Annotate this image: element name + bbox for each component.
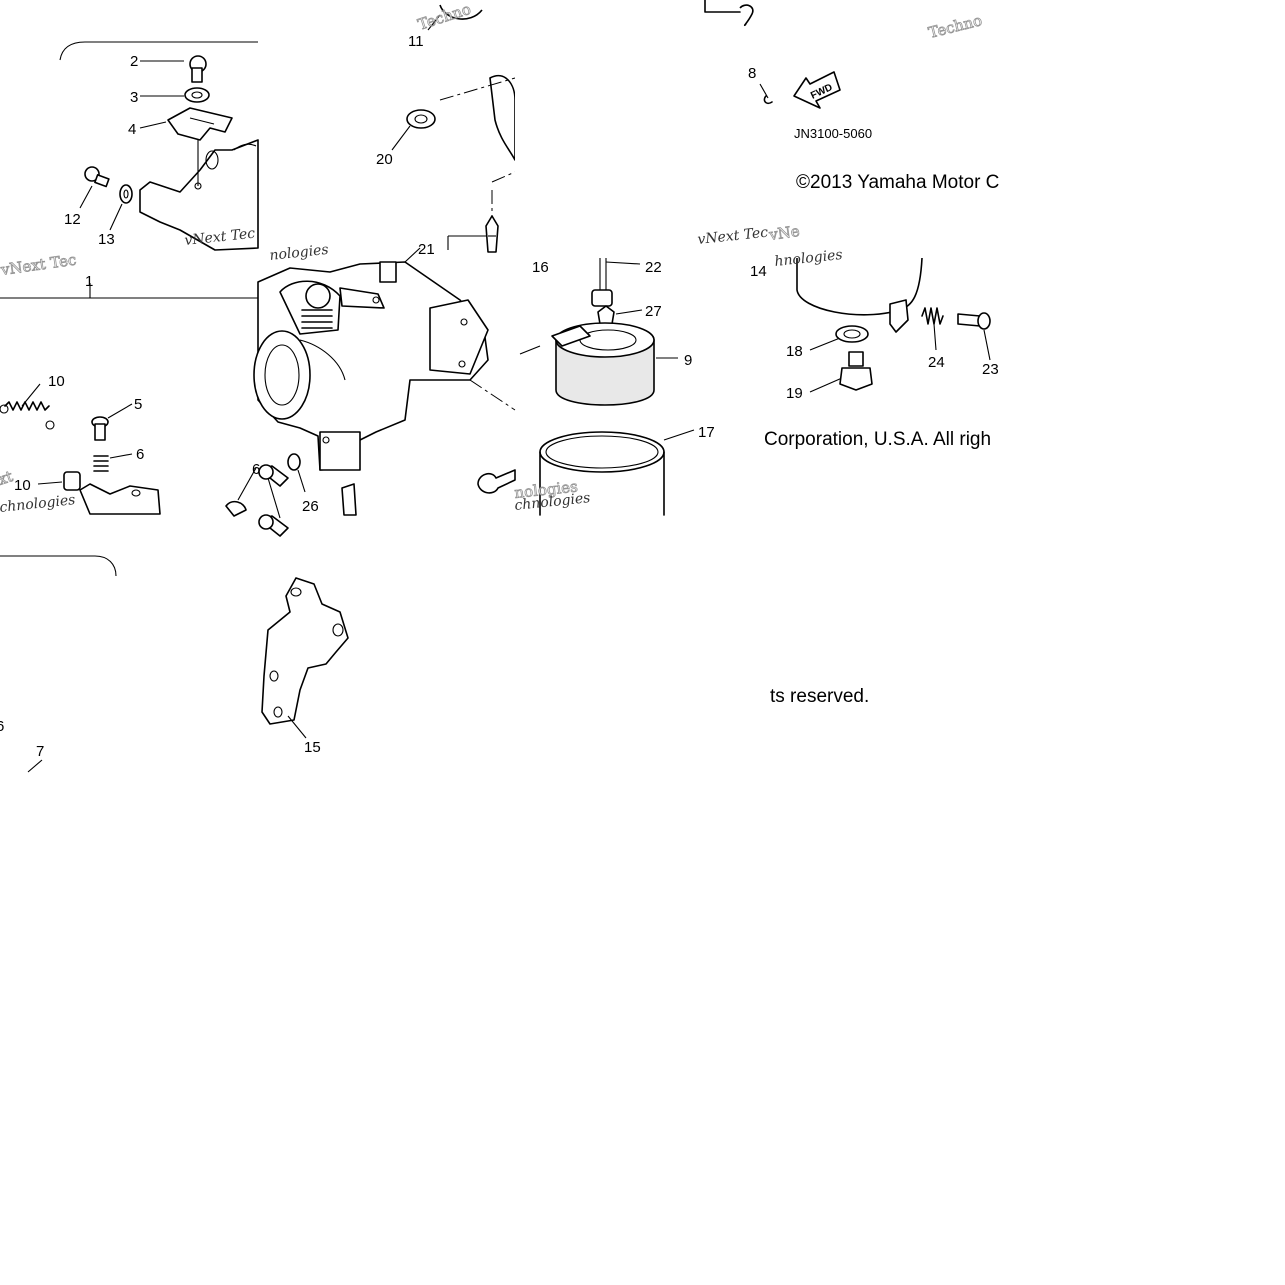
callout-21: 20 <box>376 151 393 168</box>
diagram-code: JN3100-5060 <box>794 126 873 141</box>
svg-text:xt: xt <box>0 467 15 489</box>
watermark-text-1: vNext Tec <box>184 226 256 249</box>
callout-19: 18 <box>786 343 803 360</box>
callout-6c: 6 <box>0 718 4 735</box>
watermark-text-3: vNext Tec <box>697 225 769 248</box>
callout-6b: 6 <box>252 461 260 478</box>
callout-18: 17 <box>698 424 715 441</box>
callout-5: 5 <box>134 396 142 413</box>
callout-11: 10 <box>48 373 65 390</box>
callout-3: 3 <box>130 89 138 106</box>
watermark-text-6: chnologies <box>514 490 591 514</box>
callout-9: 9 <box>684 352 692 369</box>
callout-14: 13 <box>98 231 115 248</box>
callout-24: 23 <box>982 361 999 378</box>
callout-1: 1 <box>85 273 93 290</box>
watermark: vNext Tec nologies vNext Tec hnologies c… <box>0 225 843 516</box>
callout-7: 7 <box>36 743 44 760</box>
callout-6: 6 <box>136 446 144 463</box>
assembly-bracket-group <box>0 41 259 299</box>
watermark-text-4: hnologies <box>774 247 844 270</box>
linkage-group: xt <box>0 383 161 515</box>
float-bowl-group: vNe <box>767 221 991 393</box>
svg-text:Techno: Techno <box>416 0 473 34</box>
copyright-part-1: ©2013 Yamaha Motor C <box>796 172 1000 193</box>
callout-25: 24 <box>928 354 945 371</box>
callout-8: 8 <box>748 65 756 82</box>
callout-17: 16 <box>532 259 549 276</box>
watermark-text-2: nologies <box>269 242 330 264</box>
callout-22: 21 <box>418 241 435 258</box>
fwd-arrow-icon: FWD <box>793 71 841 109</box>
copyright-part-3: ts reserved. <box>770 686 870 707</box>
callout-20: 19 <box>786 385 803 402</box>
callout-13: 12 <box>64 211 81 228</box>
lower-left-group <box>0 555 117 773</box>
bracket-16 <box>261 577 349 739</box>
callout-10: 10 <box>14 477 31 494</box>
callout-23: 22 <box>645 259 662 276</box>
float-group: nologies <box>477 258 695 516</box>
svg-text:vNext Tec: vNext Tec <box>0 251 77 280</box>
watermark-text-5: chnologies <box>0 492 76 516</box>
callout-12: 11 <box>408 33 424 50</box>
callout-16: 15 <box>304 739 321 756</box>
fwd-area-group: FWD Techno <box>704 0 984 109</box>
carburetor-body: vNext Tec <box>0 247 516 537</box>
callout-4: 4 <box>128 121 136 138</box>
callout-27: 27 <box>645 303 662 320</box>
svg-text:vNe: vNe <box>767 222 801 244</box>
callout-labels: 2 3 4 12 13 1 11 20 21 8 16 22 27 9 17 1… <box>0 33 999 760</box>
copyright-part-2: Corporation, U.S.A. All righ <box>764 429 992 450</box>
callout-15: 14 <box>750 263 767 280</box>
callout-26: 26 <box>302 498 319 515</box>
svg-text:Techno: Techno <box>927 11 984 42</box>
callout-2: 2 <box>130 53 138 70</box>
